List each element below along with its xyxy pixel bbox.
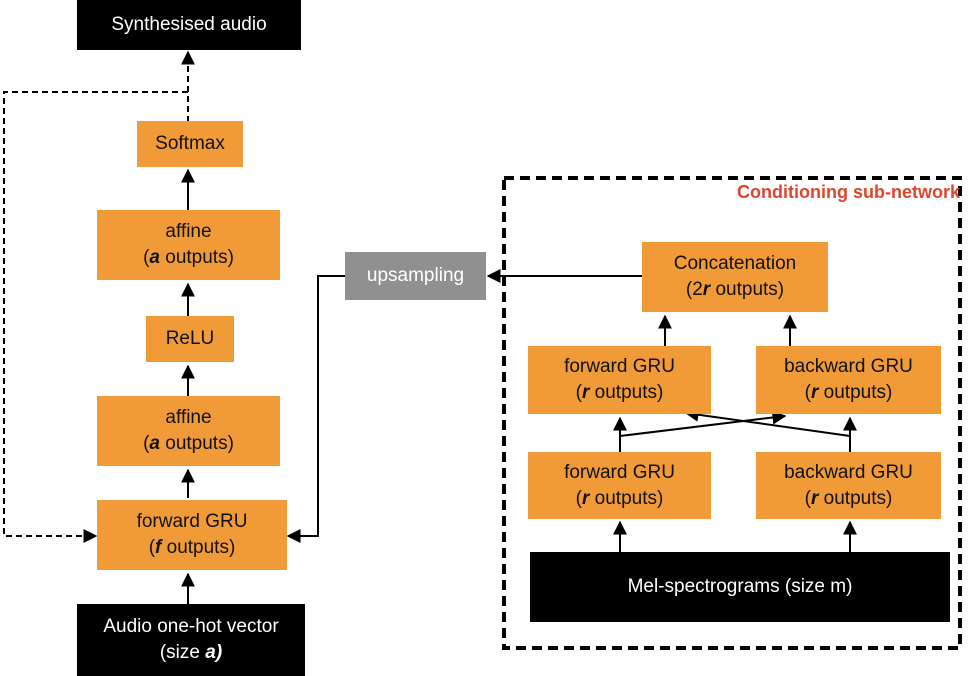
concatenation-line2: (2r outputs) (686, 277, 784, 303)
backward-gru-top-line1: backward GRU (784, 356, 913, 377)
forward-gru-bottom-line2: (r outputs) (575, 487, 664, 509)
forward-gru-main-block: forward GRU (f outputs) (97, 500, 287, 570)
upsampling-label: upsampling (366, 265, 465, 286)
mel-spectrograms-label: Mel-spectrograms (size m) (627, 576, 853, 597)
synthesised-audio-block: Synthesised audio (77, 0, 301, 50)
concatenation-pre: (2 (685, 279, 703, 300)
affine-top-rest: outputs) (159, 247, 234, 268)
affine-bottom-line2: (a outputs) (143, 433, 234, 454)
backward-gru-bottom-block: backward GRU (r outputs) (756, 452, 941, 519)
concatenation-var: r (702, 279, 711, 300)
backward-gru-top-block: backward GRU (r outputs) (756, 346, 941, 414)
audio-input-line2: (size a) (160, 640, 222, 666)
forward-gru-top-line1: forward GRU (564, 356, 675, 377)
audio-input-pre: (size (159, 642, 206, 663)
backward-gru-top-line2: (r outputs) (804, 382, 893, 403)
affine-bottom-line1: affine (165, 407, 212, 428)
forward-gru-top-block: forward GRU (r outputs) (528, 346, 711, 414)
backward-gru-top-rest: outputs) (818, 382, 893, 403)
affine-bottom-var: a (149, 433, 160, 454)
arrow-bwd-bottom-to-fwd-top (684, 407, 851, 452)
concatenation-line1: Concatenation (673, 253, 797, 274)
forward-gru-top-rest: outputs) (589, 382, 664, 403)
forward-gru-bottom-rest: outputs) (589, 487, 664, 509)
mel-spectrograms-block: Mel-spectrograms (size m) (530, 552, 950, 622)
affine-top-line2: (a outputs) (143, 247, 234, 268)
softmax-label: Softmax (155, 133, 225, 154)
forward-gru-main-line1: forward GRU (136, 511, 248, 532)
audio-input-block: Audio one-hot vector (size a) (77, 604, 305, 676)
audio-input-line1: Audio one-hot vector (103, 616, 279, 637)
softmax-block: Softmax (137, 121, 243, 167)
affine-bottom-block: affine (a outputs) (97, 396, 280, 466)
affine-top-line1: affine (165, 221, 212, 242)
audio-input-var: a) (205, 642, 223, 663)
arrow-upsampling-to-gru (286, 275, 345, 543)
forward-gru-main-rest: outputs) (161, 537, 236, 558)
backward-gru-bottom-var: r (810, 487, 819, 509)
forward-gru-bottom-line1: forward GRU (564, 461, 675, 483)
synthesised-audio-label: Synthesised audio (111, 14, 267, 35)
forward-gru-bottom-block: forward GRU (r outputs) (528, 452, 711, 519)
conditioning-subnetwork-border (502, 176, 962, 650)
conditioning-subnetwork-title: Conditioning sub-network (737, 182, 960, 202)
forward-gru-main-var: f (155, 537, 162, 558)
affine-bottom-rest: outputs) (159, 433, 234, 454)
concatenation-block: Concatenation (2r outputs) (642, 242, 828, 312)
relu-block: ReLU (146, 316, 234, 362)
arrow-fwd-bottom-to-bwd-top (619, 410, 787, 452)
concatenation-rest: outputs) (710, 279, 785, 300)
forward-gru-top-line2: (r outputs) (575, 382, 664, 403)
forward-gru-bottom-var: r (581, 487, 590, 509)
affine-top-var: a (149, 247, 160, 268)
backward-gru-top-var: r (810, 382, 819, 403)
backward-gru-bottom-rest: outputs) (818, 487, 893, 509)
relu-label: ReLU (165, 328, 215, 349)
forward-gru-top-var: r (581, 382, 590, 403)
forward-gru-main-line2: (f outputs) (148, 537, 236, 558)
backward-gru-bottom-line2: (r outputs) (804, 487, 893, 509)
backward-gru-bottom-line1: backward GRU (784, 461, 913, 483)
feedback-loop-arrow (3, 91, 188, 543)
affine-top-block: affine (a outputs) (97, 210, 280, 280)
upsampling-block: upsampling (345, 252, 486, 300)
